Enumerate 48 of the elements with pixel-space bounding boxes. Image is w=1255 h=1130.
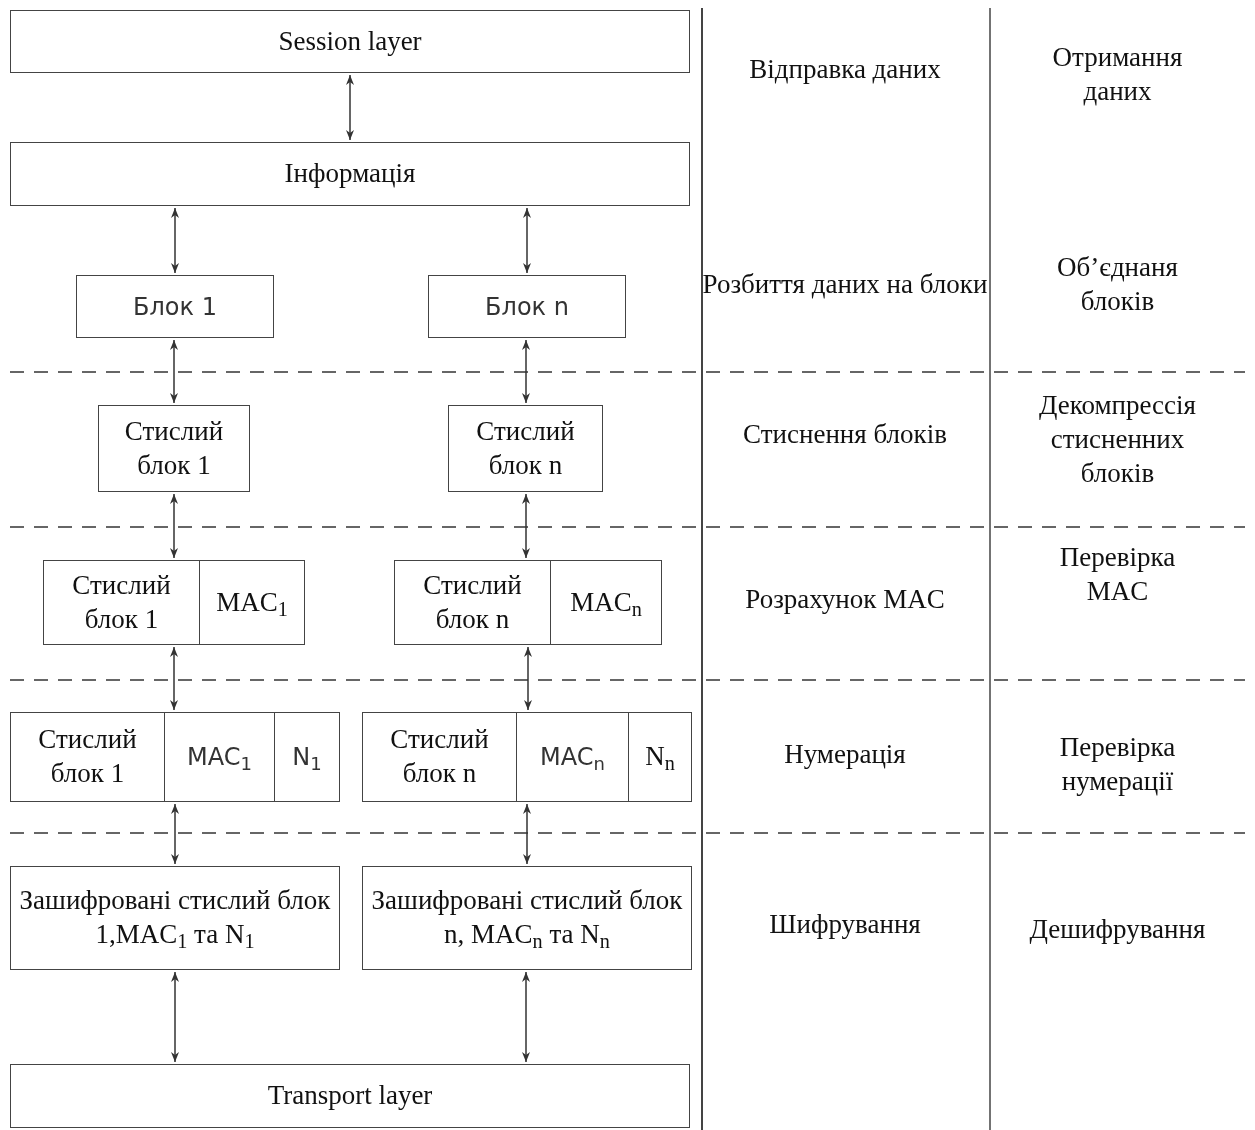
- field-cell: MAC$_{1}$: [199, 561, 304, 644]
- double-arrow: [170, 493, 178, 559]
- field-cell: MAC$_{n}$: [516, 713, 628, 801]
- process-box: Session layer: [10, 10, 690, 73]
- stage-label: Стиснення блоків: [743, 418, 947, 452]
- double-arrow: [346, 74, 354, 141]
- field-cell: Стислий блок n: [395, 561, 550, 644]
- process-box: Блок n: [428, 275, 626, 338]
- double-arrow: [171, 803, 179, 865]
- double-arrow: [523, 207, 531, 274]
- double-arrow: [171, 971, 179, 1063]
- process-box: Інформація: [10, 142, 690, 206]
- process-box: Зашифровані стислий блок 1,MAC$_{1}$ та N$_{1}$: [10, 866, 340, 970]
- stage-label: Шифрування: [769, 908, 921, 942]
- block-frame: [362, 712, 692, 802]
- stage-label: Відправка даних: [749, 53, 941, 87]
- double-arrow: [522, 339, 530, 404]
- field-cell: MAC$_{1}$: [164, 713, 274, 801]
- block-frame: [394, 560, 662, 645]
- process-box: Зашифровані стислий блок n, MAC$_{n}$ та N$_{n}$: [362, 866, 692, 970]
- double-arrow: [170, 339, 178, 404]
- field-cell: Стислий блок n: [363, 713, 516, 801]
- stage-label: Перевірка MAC: [1058, 541, 1177, 608]
- block-frame: [43, 560, 305, 645]
- stage-label: Декомпрессія стисненних блоків: [1037, 389, 1197, 490]
- block-frame: [10, 712, 340, 802]
- stage-label: Розрахунок MAC: [745, 583, 945, 617]
- double-arrow: [170, 646, 178, 711]
- double-arrow: [522, 493, 530, 559]
- stage-label: Об’єднаня блоків: [1056, 251, 1179, 318]
- double-arrow: [524, 646, 532, 711]
- process-box: Transport layer: [10, 1064, 690, 1128]
- double-arrow: [523, 803, 531, 865]
- stage-label: Розбиття даних на блоки: [702, 268, 988, 302]
- double-arrow: [522, 971, 530, 1063]
- stage-label: Отримання даних: [1051, 41, 1184, 108]
- field-cell: N$_{n}$: [628, 713, 691, 801]
- stage-label: Нумерація: [784, 738, 906, 772]
- field-cell: Стислий блок 1: [44, 561, 199, 644]
- field-cell: MAC$_{n}$: [550, 561, 661, 644]
- process-box: Стислий блок 1: [98, 405, 250, 492]
- field-cell: N$_{1}$: [274, 713, 339, 801]
- stage-label: Дешифрування: [1029, 913, 1206, 947]
- double-arrow: [171, 207, 179, 274]
- process-box: Стислий блок n: [448, 405, 603, 492]
- process-box: Блок 1: [76, 275, 274, 338]
- stage-label: Перевірка нумерації: [1058, 731, 1177, 798]
- field-cell: Стислий блок 1: [11, 713, 164, 801]
